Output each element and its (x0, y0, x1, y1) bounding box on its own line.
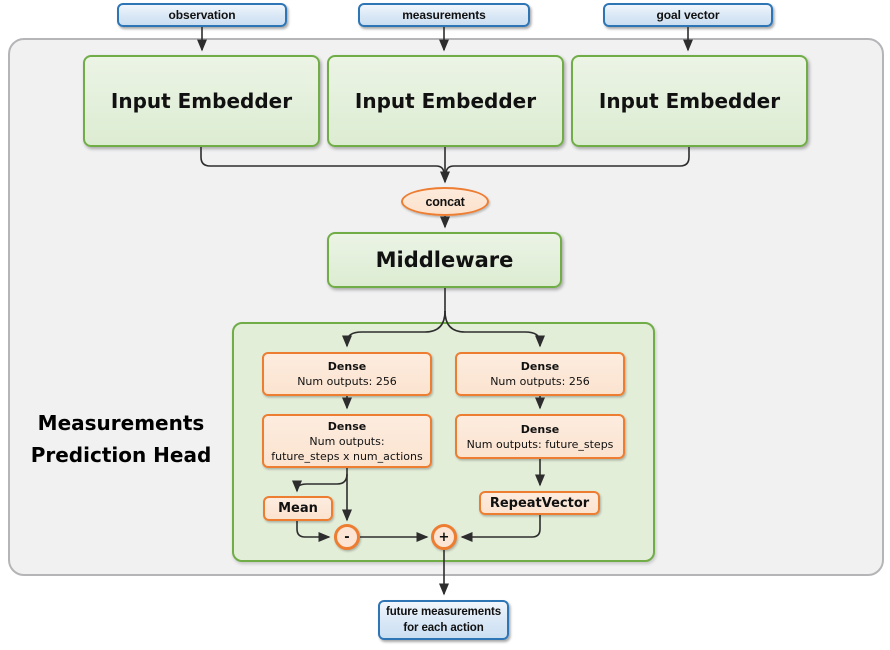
dense-left-2-detail: Num outputs: (309, 434, 385, 448)
dense-right-1: Dense Num outputs: 256 (455, 352, 625, 396)
input-observation-label: observation (168, 8, 236, 22)
dense-left-1-detail: Num outputs: 256 (297, 375, 397, 388)
middleware-label: Middleware (375, 248, 514, 272)
input-embedder-2-label: Input Embedder (354, 89, 537, 113)
input-goal-vector-label: goal vector (656, 8, 720, 22)
input-embedder-1: Input Embedder (83, 55, 320, 147)
dense-left-2-detail2: future_steps x num_actions (271, 449, 423, 463)
repeat-vector-label: RepeatVector (489, 495, 590, 511)
dense-right-1-title: Dense (520, 360, 560, 373)
dense-right-2-title: Dense (520, 422, 560, 436)
output-node: future measurements for each action (378, 600, 509, 640)
output-label-line2: for each action (403, 622, 484, 634)
input-embedder-1-label: Input Embedder (110, 89, 293, 113)
repeat-vector-node: RepeatVector (479, 491, 600, 515)
input-embedder-2: Input Embedder (327, 55, 564, 147)
prediction-head-title-line1: Measurements (37, 411, 205, 435)
input-goal-vector: goal vector (603, 3, 773, 27)
concat-label: concat (425, 194, 465, 209)
prediction-head-title: Measurements Prediction Head (18, 407, 224, 471)
subtract-node: - (334, 524, 360, 550)
middleware-node: Middleware (327, 232, 562, 288)
subtract-symbol: - (344, 529, 350, 545)
input-embedder-3-label: Input Embedder (598, 89, 781, 113)
input-observation: observation (117, 3, 287, 27)
mean-label: Mean (278, 501, 318, 516)
add-node: + (431, 524, 457, 550)
dense-right-2-detail: Num outputs: future_steps (466, 437, 614, 451)
dense-right-2: Dense Num outputs: future_steps (455, 414, 625, 459)
dense-left-1: Dense Num outputs: 256 (262, 352, 432, 396)
dense-left-1-title: Dense (327, 360, 367, 373)
add-symbol: + (438, 529, 450, 545)
input-measurements: measurements (358, 3, 530, 27)
input-measurements-label: measurements (402, 8, 486, 22)
output-label-line1: future measurements (385, 606, 502, 618)
prediction-head-title-line2: Prediction Head (30, 443, 212, 467)
dense-right-1-detail: Num outputs: 256 (490, 375, 590, 388)
concat-node: concat (401, 187, 489, 216)
input-embedder-3: Input Embedder (571, 55, 808, 147)
dense-left-2: Dense Num outputs: future_steps x num_ac… (262, 414, 432, 468)
dense-left-2-title: Dense (327, 419, 367, 433)
mean-node: Mean (263, 496, 333, 521)
